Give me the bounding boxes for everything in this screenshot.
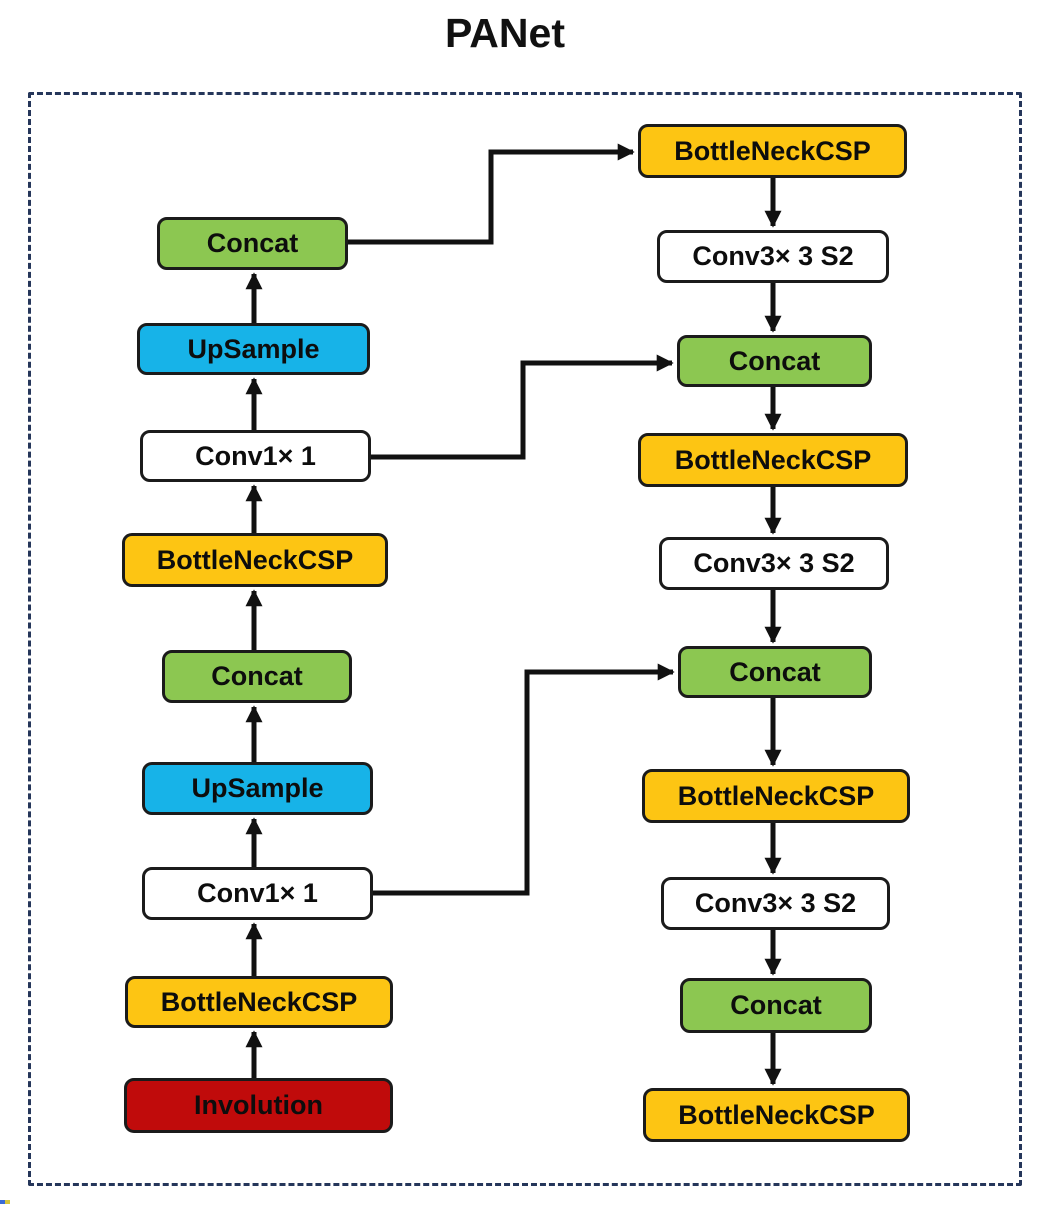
node-upsample: UpSample	[137, 323, 370, 375]
node-bottleneckcsp: BottleNeckCSP	[643, 1088, 910, 1142]
dashed-frame	[28, 92, 1022, 1186]
node-conv1x1: Conv1× 1	[140, 430, 371, 482]
node-bottleneckcsp: BottleNeckCSP	[642, 769, 910, 823]
node-concat: Concat	[680, 978, 872, 1033]
node-involution: Involution	[124, 1078, 393, 1133]
node-conv3x3s2: Conv3× 3 S2	[661, 877, 890, 930]
node-concat: Concat	[157, 217, 348, 270]
diagram-title: PANet	[445, 10, 565, 56]
node-conv3x3s2: Conv3× 3 S2	[659, 537, 889, 590]
corner-artifact-yellow	[5, 1200, 10, 1204]
connector-conv1x1-lower-to-right-concat	[373, 663, 675, 896]
node-concat: Concat	[678, 646, 872, 698]
node-bottleneckcsp: BottleNeckCSP	[638, 433, 908, 487]
node-concat: Concat	[677, 335, 872, 387]
node-bottleneckcsp: BottleNeckCSP	[638, 124, 907, 178]
node-conv1x1: Conv1× 1	[142, 867, 373, 920]
node-conv3x3s2: Conv3× 3 S2	[657, 230, 889, 283]
connector-concat-to-right-bottleneck	[348, 143, 635, 245]
corner-artifact	[0, 1200, 10, 1204]
node-concat: Concat	[162, 650, 352, 703]
corner-artifact-blue	[0, 1200, 5, 1204]
node-bottleneckcsp: BottleNeckCSP	[125, 976, 393, 1028]
node-bottleneckcsp: BottleNeckCSP	[122, 533, 388, 587]
connector-conv1x1-upper-to-right-concat	[371, 354, 674, 460]
node-upsample: UpSample	[142, 762, 373, 815]
